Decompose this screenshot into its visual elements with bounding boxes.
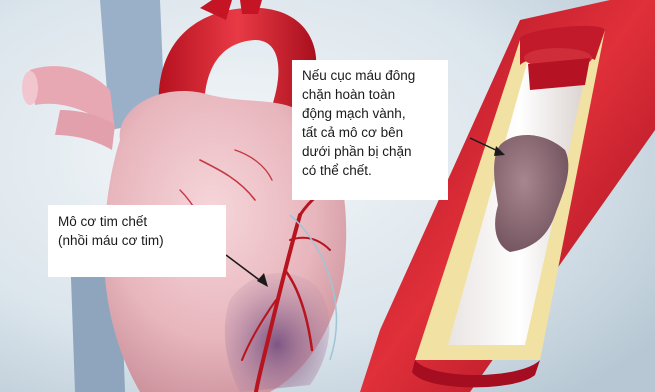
clot-callout: Nếu cục máu đông chặn hoàn toàn động mạc… xyxy=(292,60,448,200)
infarcted-tissue xyxy=(225,273,330,392)
dead-tissue-callout: Mô cơ tim chết (nhồi máu cơ tim) xyxy=(48,205,226,277)
